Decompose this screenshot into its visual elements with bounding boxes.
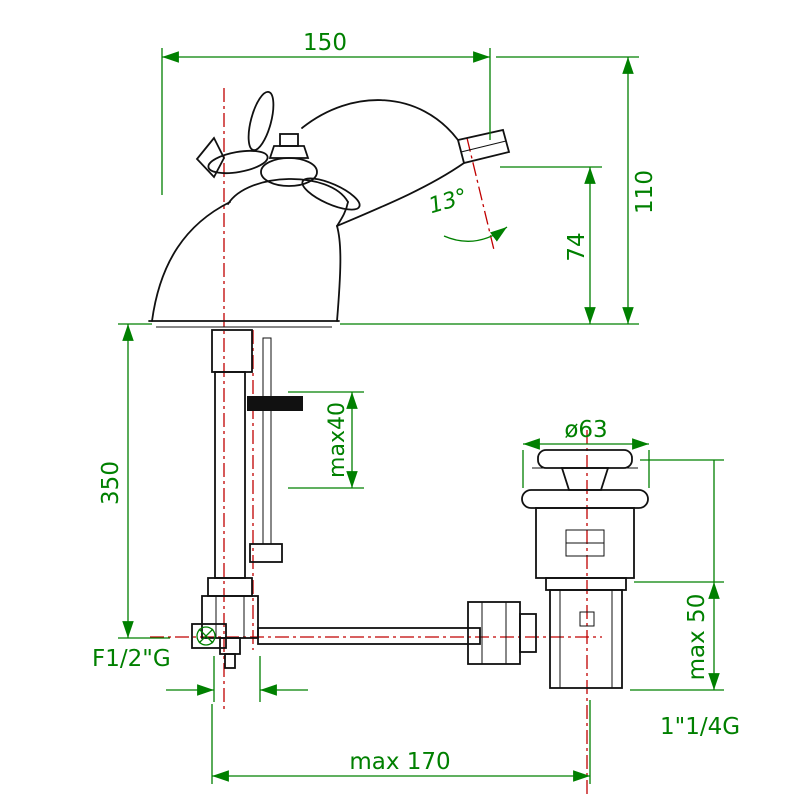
handle-arm-left-tip [195, 136, 226, 179]
rod-clevis [191, 623, 227, 649]
waste-thread-label: 1"1/4G [660, 714, 740, 740]
inlet-thread-label: F1/2"G [92, 646, 171, 672]
deck-thickness-dimension-label: max40 [325, 402, 350, 478]
tailpiece-port [579, 611, 595, 627]
handle-collar [268, 145, 310, 159]
supply-hose [214, 371, 246, 579]
waste-neck [560, 467, 610, 491]
faucet-outline [148, 91, 511, 669]
pop-up-rod [257, 627, 481, 645]
outlet-height-dimension-label: 74 [564, 232, 590, 261]
body-left-profile [151, 201, 231, 322]
drain-outline [467, 449, 649, 689]
threaded-shank [211, 329, 253, 373]
rod-reach-dimension-label: max 170 [349, 749, 450, 775]
neck-right [336, 201, 349, 227]
hose-fitting [207, 577, 253, 597]
inlet-marker-cross-2 [198, 628, 214, 644]
inlet-marker-icon [196, 626, 216, 646]
inlet-tail [219, 637, 241, 655]
waste-tailpiece [549, 589, 623, 689]
spout-angle-centerline [466, 137, 495, 251]
waste-cap-diameter-label: ø63 [564, 417, 607, 443]
stud-nut [249, 543, 283, 563]
handle-bonnet [227, 178, 349, 205]
dimension-labels: 150 110 74 13° 350 max40 ø63 max 50 F1/2… [92, 30, 740, 775]
waste-cap [537, 449, 633, 469]
clamp-plate [247, 396, 303, 411]
aerator-band [460, 140, 507, 153]
mounting-stud [262, 337, 272, 545]
rod-collar [519, 613, 537, 653]
handle-arm-left [207, 149, 269, 175]
inlet-tip [224, 653, 236, 669]
body-right-profile [336, 225, 342, 322]
centerlines [150, 88, 602, 794]
waste-depth-dimension-label: max 50 [684, 594, 710, 681]
aerator [456, 128, 511, 165]
waste-flange [521, 489, 649, 509]
dimension-lines [118, 48, 724, 784]
spout-angle-label: 13° [426, 184, 470, 219]
handle-arm-right [301, 177, 361, 211]
spout-bottom-curve [336, 162, 465, 227]
waste-shoulder [545, 577, 627, 591]
angle-arc [443, 226, 508, 242]
handle-arm-up [247, 91, 275, 151]
overall-height-dimension-label: 110 [632, 170, 658, 214]
spout-reach-dimension-label: 150 [303, 30, 347, 56]
rod-nut [467, 601, 521, 665]
handle-finial [279, 133, 299, 147]
hose-length-dimension-label: 350 [98, 461, 124, 505]
spout-top-curve [301, 99, 459, 141]
handle-hub [260, 157, 318, 187]
